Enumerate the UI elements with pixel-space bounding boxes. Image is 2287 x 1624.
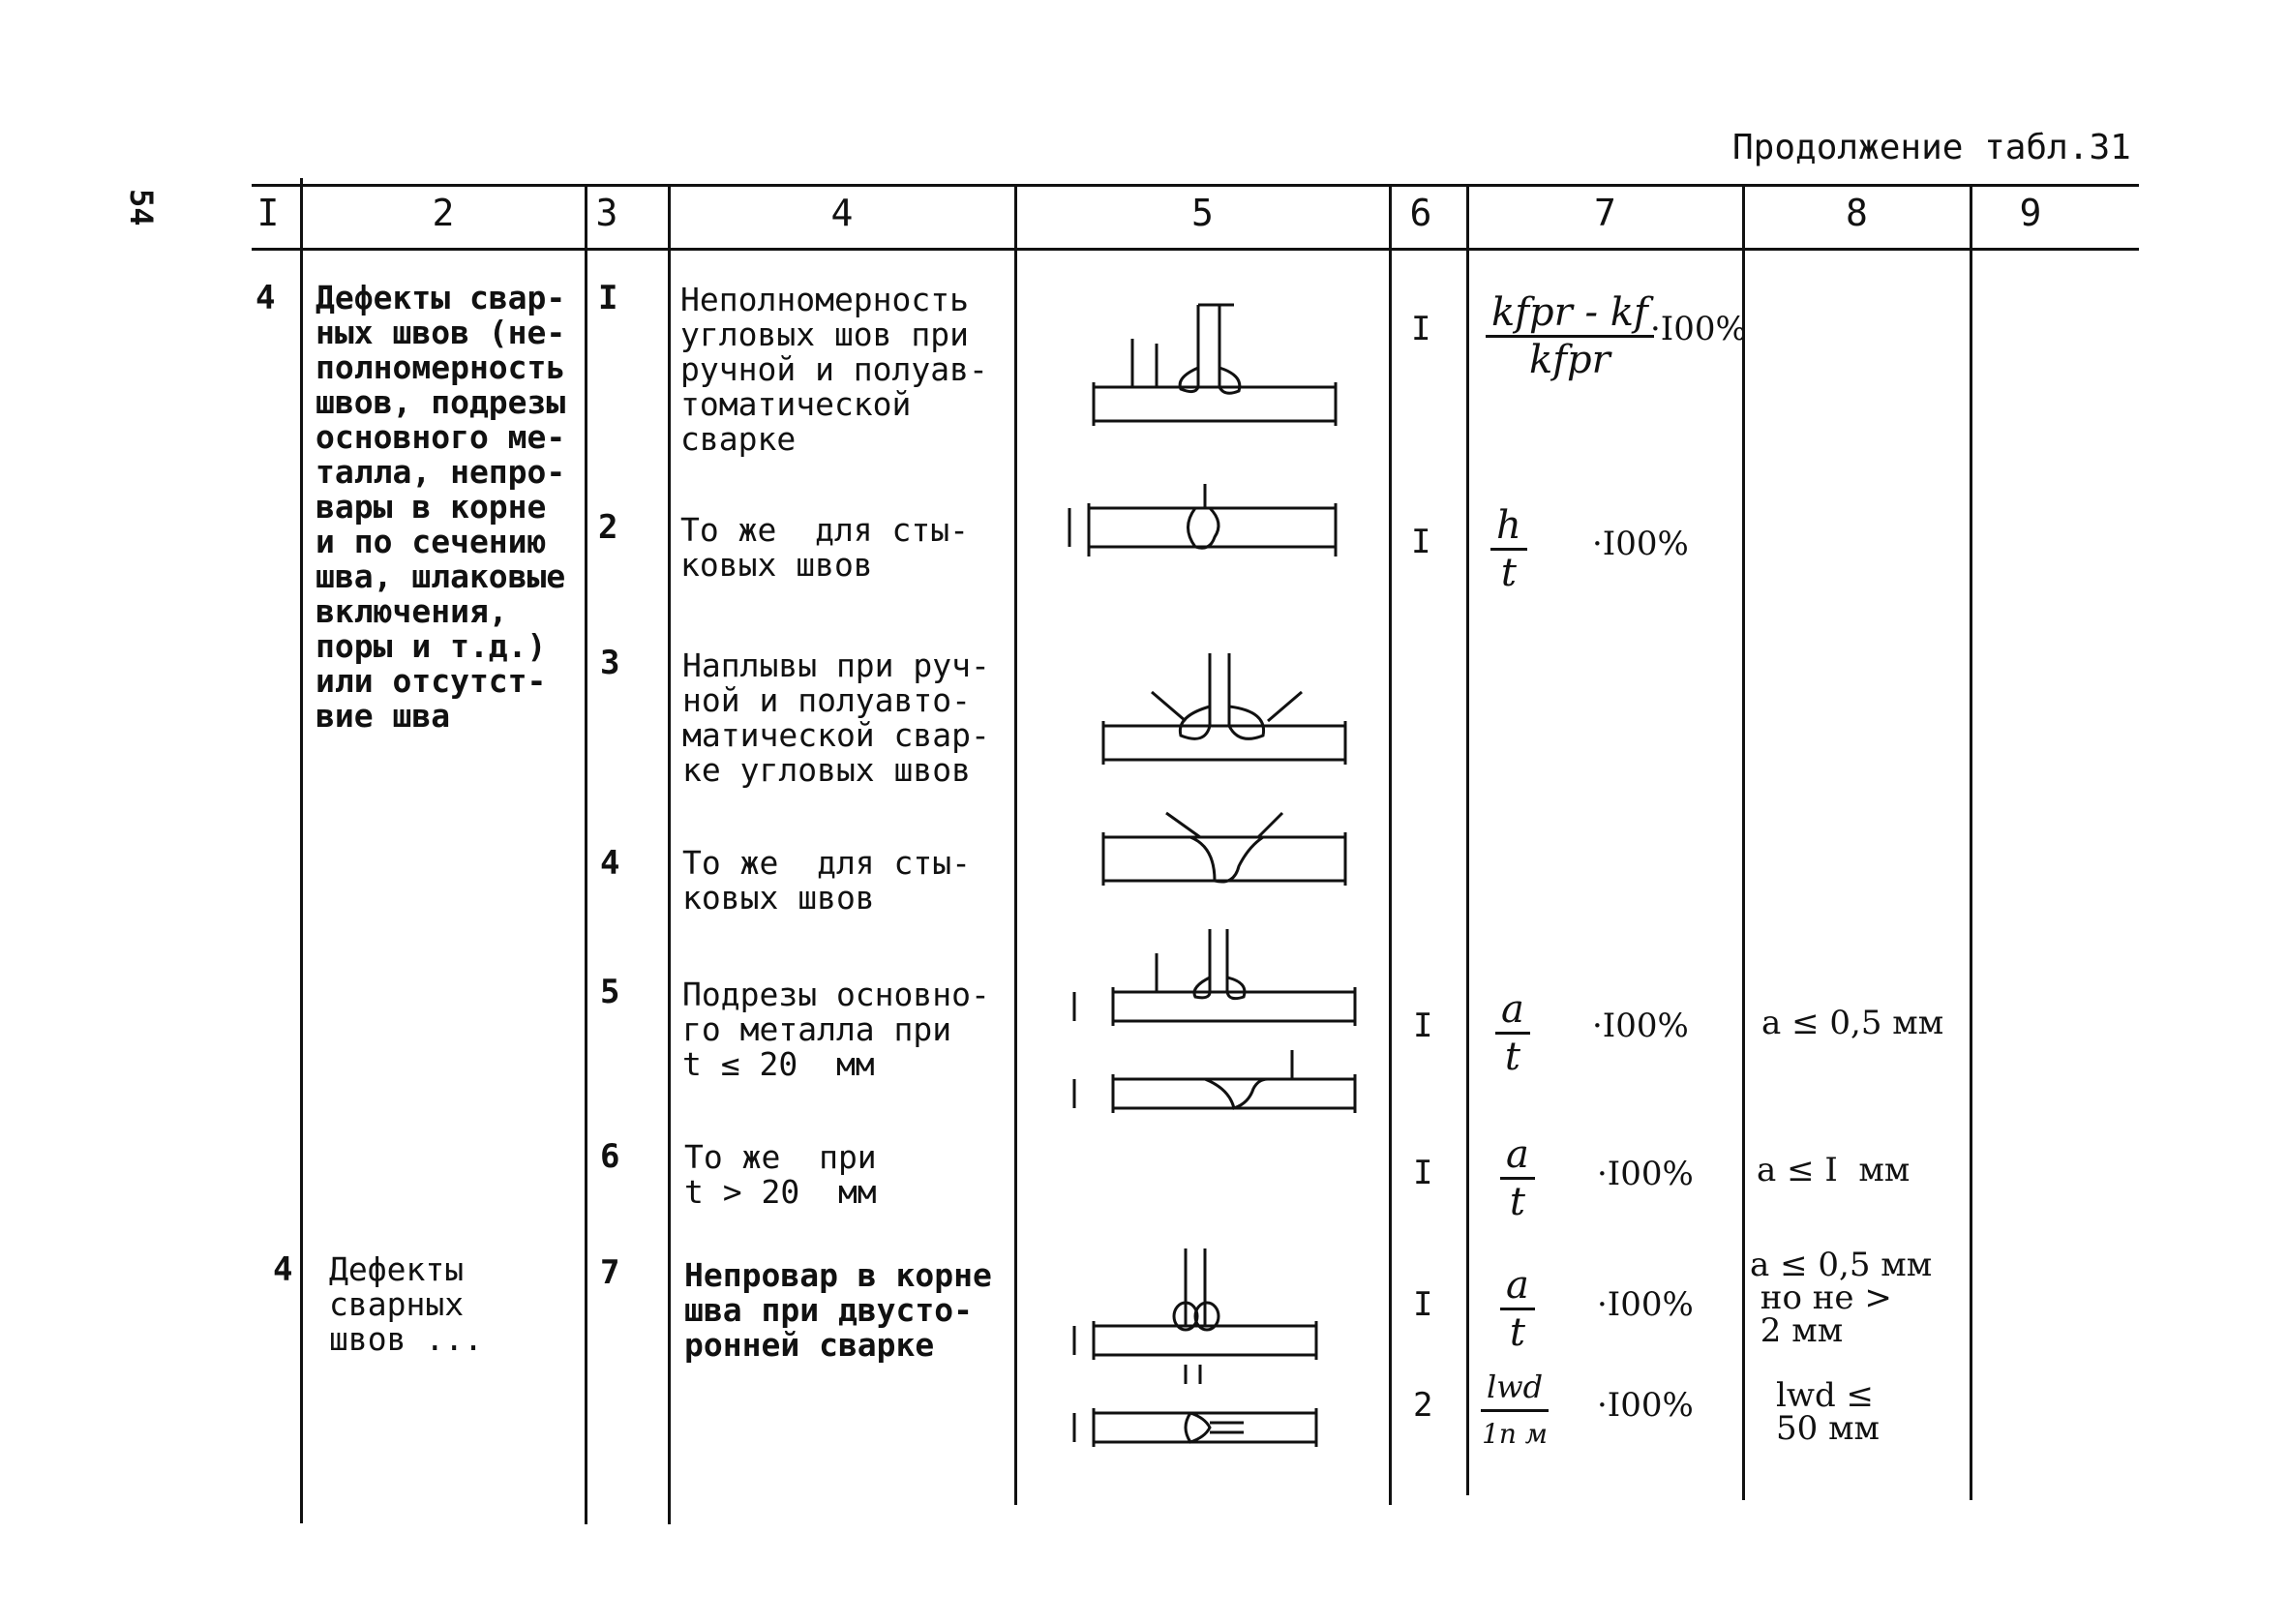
limit-value: a ≤ 0,5 мм — [1761, 1004, 1944, 1042]
formula-fraction: kfpr - kf kfpr — [1486, 290, 1654, 382]
formula-denominator: 1п м — [1482, 1418, 1549, 1450]
formula-fraction: a t — [1495, 987, 1530, 1079]
formula-numerator: kfpr - kf — [1486, 290, 1654, 338]
formula-denominator: t — [1504, 1035, 1520, 1079]
formula-numerator: h — [1490, 503, 1527, 551]
formula-denominator: t — [1509, 1310, 1525, 1355]
formula-fraction: lwd 1п м — [1481, 1365, 1550, 1457]
overlap-butt-sketch — [1101, 811, 1347, 886]
overlap-fillet-sketch — [1101, 653, 1347, 765]
row-description: Подрезы основно- го металла при t ≤ 20 м… — [682, 976, 990, 1083]
formula-numerator: a — [1495, 987, 1530, 1035]
row-description: То же для сты- ковых швов — [682, 844, 972, 917]
column-header-7: 7 — [1594, 192, 1616, 234]
formula-multiplier: ·I00% — [1592, 525, 1689, 563]
page-number: 54 — [123, 189, 160, 226]
column-header-2: 2 — [432, 192, 455, 234]
col6-value: I — [1413, 1007, 1433, 1045]
table-top-rule — [252, 184, 2139, 187]
group-description: Дефекты свар- ных швов (не- полномерност… — [316, 279, 566, 735]
column-divider — [1389, 184, 1392, 1505]
row-number: 4 — [600, 844, 620, 883]
formula-fraction: a t — [1500, 1263, 1535, 1355]
row-number: I — [598, 279, 618, 317]
column-divider — [1466, 184, 1469, 1495]
row-number: 2 — [598, 508, 618, 547]
col6-value: I — [1413, 1154, 1433, 1192]
formula-multiplier: ·I00% — [1650, 310, 1747, 348]
column-divider — [585, 184, 587, 1524]
formula-denominator: kfpr — [1528, 338, 1610, 382]
column-divider — [1742, 184, 1745, 1500]
undercut-sketch — [1072, 929, 1357, 1113]
fillet-weld-sketch — [1092, 303, 1338, 426]
limit-value: lwd ≤ 50 мм — [1776, 1376, 1880, 1448]
limit-value: a ≤ 0,5 мм но не > 2 мм — [1750, 1246, 1933, 1350]
column-header-6: 6 — [1409, 192, 1432, 234]
formula-denominator: t — [1500, 551, 1517, 595]
group-description: Дефекты сварных швов ... — [329, 1250, 483, 1358]
formula-multiplier: ·I00% — [1592, 1007, 1689, 1045]
column-header-9: 9 — [2019, 192, 2042, 234]
row-description: То же при t > 20 мм — [684, 1138, 877, 1211]
column-header-5: 5 — [1191, 192, 1214, 234]
butt-weld-sketch — [1068, 484, 1338, 556]
formula-denominator: t — [1509, 1180, 1525, 1224]
row-description: То же для сты- ковых швов — [680, 511, 970, 584]
root-penetration-sketch — [1072, 1248, 1318, 1447]
column-header-8: 8 — [1846, 192, 1868, 234]
limit-value: a ≤ I мм — [1757, 1151, 1911, 1189]
col6-value: 2 — [1413, 1386, 1433, 1425]
column-divider — [668, 184, 671, 1524]
formula-multiplier: ·I00% — [1597, 1386, 1694, 1425]
formula-fraction: a t — [1500, 1132, 1535, 1224]
formula-multiplier: ·I00% — [1597, 1285, 1694, 1324]
col6-value: I — [1411, 310, 1431, 348]
formula-numerator: a — [1500, 1132, 1535, 1180]
formula-numerator: lwd — [1481, 1365, 1550, 1412]
col6-value: I — [1413, 1285, 1433, 1324]
column-header-3: 3 — [595, 192, 618, 234]
formula-fraction: h t — [1490, 503, 1527, 595]
row-description: Неполномерность угловых шов при ручной и… — [680, 281, 988, 458]
row-number: 7 — [600, 1253, 620, 1292]
col6-value: I — [1411, 523, 1431, 561]
column-header-4: 4 — [830, 192, 854, 234]
column-divider — [1970, 184, 1972, 1500]
group-number: 4 — [256, 279, 276, 317]
row-number: 6 — [600, 1137, 620, 1176]
group-number: 4 — [273, 1250, 293, 1289]
column-divider — [300, 178, 303, 1523]
column-divider — [1014, 184, 1017, 1505]
formula-numerator: a — [1500, 1263, 1535, 1310]
row-number: 5 — [600, 973, 620, 1011]
row-description: Непровар в корне шва при двусто- ронней … — [684, 1256, 992, 1364]
row-description: Наплывы при руч- ной и полуавто- матичес… — [682, 647, 990, 789]
row-number: 3 — [600, 644, 620, 682]
continuation-label: Продолжение табл.31 — [1732, 128, 2131, 167]
column-header-1: I — [256, 192, 280, 234]
table-header-rule — [252, 248, 2139, 251]
formula-multiplier: ·I00% — [1597, 1155, 1694, 1193]
